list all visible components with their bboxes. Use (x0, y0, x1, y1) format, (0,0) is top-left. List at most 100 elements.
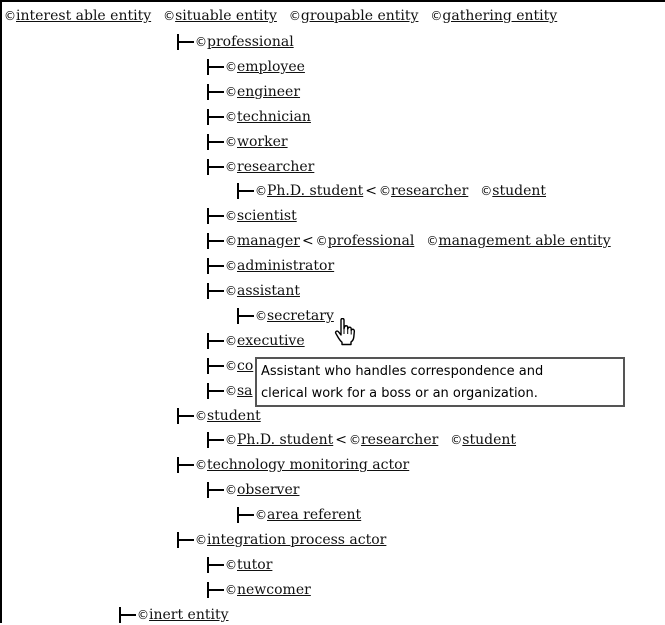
parent-concept-link[interactable]: ©researcher (379, 183, 468, 199)
concept-node[interactable]: ©observer (225, 482, 299, 498)
concept-link[interactable]: Ph.D. student (267, 183, 364, 200)
parent-concept-link[interactable]: ©student (450, 432, 516, 448)
concept-node[interactable]: ©integration process actor (195, 532, 386, 548)
concept-link[interactable]: situable entity (175, 8, 277, 24)
concept-node[interactable]: ©professional (195, 34, 294, 50)
concept-link[interactable]: sa (237, 382, 253, 399)
concept-icon: © (430, 9, 443, 23)
concept-link[interactable]: executive (237, 332, 305, 349)
concept-link[interactable]: observer (237, 482, 300, 499)
parent-concept-link[interactable]: ©student (480, 183, 546, 199)
tree-row: ©executive (205, 331, 305, 351)
concept-link[interactable]: employee (237, 58, 305, 75)
concept-node[interactable]: ©employee (225, 59, 305, 75)
concept-node[interactable]: ©area referent (255, 507, 361, 523)
concept-link[interactable]: integration process actor (207, 532, 387, 548)
tree-branch-connector (205, 107, 225, 127)
concept-icon: © (225, 209, 237, 224)
concept-link[interactable]: worker (237, 133, 288, 150)
concept-link[interactable]: groupable entity (300, 8, 419, 24)
concept-icon: © (163, 9, 176, 23)
concept-link[interactable]: co (237, 357, 254, 374)
connector-horizontal (177, 539, 194, 541)
parent-concept-link[interactable]: ©professional (316, 233, 415, 249)
concept-icon: © (137, 607, 149, 622)
tree-row: ©technology monitoring actor (175, 455, 409, 475)
concept-node[interactable]: ©administrator (225, 258, 334, 274)
concept-link[interactable]: researcher (390, 183, 469, 200)
concept-link[interactable]: area referent (267, 507, 362, 524)
concept-link[interactable]: management able entity (438, 233, 611, 250)
concept-icon: © (225, 84, 237, 99)
concept-link[interactable]: engineer (237, 83, 301, 100)
concept-node[interactable]: ©researcher (225, 159, 314, 175)
parent-concept-link[interactable]: ©gathering entity (430, 8, 557, 24)
parent-concepts-bar: ©interest able entity©situable entity©gr… (4, 6, 557, 26)
concept-link[interactable]: administrator (237, 258, 335, 275)
concept-node[interactable]: ©co (225, 358, 253, 374)
concept-node[interactable]: ©inert entity (137, 607, 229, 623)
tree-branch-connector (175, 32, 195, 52)
connector-horizontal (177, 41, 194, 43)
parent-concept-link[interactable]: ©researcher (349, 432, 438, 448)
concept-link[interactable]: student (207, 407, 261, 424)
connector-horizontal (207, 165, 224, 168)
concept-link[interactable]: student (492, 183, 547, 200)
concept-node[interactable]: ©manager (225, 233, 300, 249)
tree-row: ©observer (205, 480, 299, 500)
concept-node[interactable]: ©newcomer (225, 582, 311, 598)
tree-row: ©assistant (205, 281, 300, 301)
concept-link[interactable]: student (462, 432, 517, 449)
concept-link[interactable]: tutor (237, 556, 273, 573)
concept-link[interactable]: scientist (237, 208, 297, 225)
concept-node[interactable]: ©worker (225, 134, 288, 150)
concept-link[interactable]: manager (237, 233, 300, 250)
tree-row: ©technician (205, 107, 311, 127)
parent-concept-link[interactable]: ©groupable entity (289, 8, 419, 24)
connector-horizontal (207, 290, 224, 292)
concept-link[interactable]: gathering entity (442, 8, 558, 24)
tree-row: ©employee (205, 57, 305, 77)
concept-node[interactable]: ©student (195, 408, 261, 424)
connector-horizontal (207, 389, 224, 392)
concept-node[interactable]: ©assistant (225, 283, 300, 299)
concept-node[interactable]: ©sa (225, 383, 253, 399)
concept-icon: © (255, 308, 267, 323)
concept-link[interactable]: technology monitoring actor (207, 457, 410, 474)
frame-border-left (0, 0, 2, 623)
concept-node[interactable]: ©Ph.D. student (225, 432, 333, 448)
concept-link[interactable]: professional (327, 233, 415, 250)
concept-link[interactable]: Ph.D. student (237, 432, 334, 449)
parent-concept-link[interactable]: ©situable entity (163, 8, 277, 24)
parent-concept-link[interactable]: ©management able entity (426, 233, 610, 249)
connector-horizontal (119, 613, 136, 616)
concept-node[interactable]: ©Ph.D. student (255, 183, 363, 199)
concept-node[interactable]: ©tutor (225, 557, 272, 573)
concept-node[interactable]: ©scientist (225, 208, 297, 224)
concept-link[interactable]: assistant (237, 283, 300, 299)
tree-branch-connector (205, 82, 225, 102)
concept-link[interactable]: newcomer (237, 581, 311, 598)
concept-node[interactable]: ©secretary (255, 308, 334, 324)
concept-link[interactable]: researcher (360, 432, 439, 449)
concept-link[interactable]: researcher (237, 158, 315, 175)
concept-link[interactable]: inert entity (149, 606, 229, 623)
concept-icon: © (225, 383, 237, 398)
concept-node[interactable]: ©executive (225, 333, 305, 349)
connector-horizontal (207, 215, 224, 218)
tree-row: ©engineer (205, 82, 300, 102)
concept-node[interactable]: ©technician (225, 109, 311, 125)
connector-horizontal (237, 314, 254, 317)
concept-icon: © (225, 109, 237, 124)
tree-branch-connector (205, 157, 225, 177)
concept-link[interactable]: technician (237, 108, 311, 125)
concept-link[interactable]: interest able entity (16, 8, 152, 24)
connector-horizontal (207, 489, 224, 492)
concept-link[interactable]: professional (207, 34, 294, 50)
concept-icon: © (225, 557, 237, 572)
concept-node[interactable]: ©engineer (225, 84, 300, 100)
concept-node[interactable]: ©technology monitoring actor (195, 457, 409, 473)
hand-pointer-icon (334, 318, 356, 346)
concept-link[interactable]: secretary (267, 307, 334, 324)
parent-concept-link[interactable]: ©interest able entity (4, 8, 151, 24)
